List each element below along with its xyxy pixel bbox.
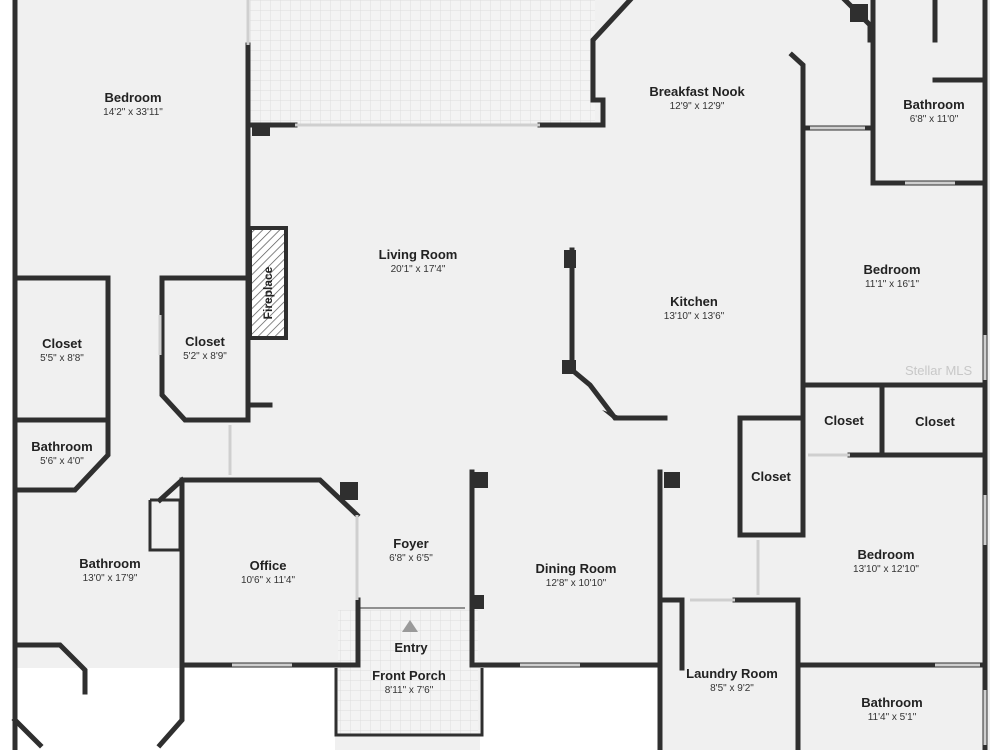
- room-dims: 5'2" x 8'9": [183, 351, 227, 362]
- room-bathroom-se2: Bathroom 11'4" x 5'1": [861, 695, 922, 723]
- room-closet-e1: Closet: [824, 413, 864, 428]
- room-name: Closet: [915, 414, 955, 429]
- room-kitchen: Kitchen 13'10" x 13'6": [664, 294, 725, 322]
- patio-area: [250, 0, 595, 125]
- fireplace: Fireplace: [248, 226, 288, 340]
- room-name: Closet: [185, 334, 225, 349]
- room-dims: 20'1" x 17'4": [391, 264, 446, 275]
- room-name: Bathroom: [861, 695, 922, 710]
- room-laundry-room: Laundry Room 8'5" x 9'2": [686, 666, 778, 694]
- windows: [158, 0, 987, 745]
- room-name: Bedroom: [857, 547, 914, 562]
- room-name: Office: [250, 558, 287, 573]
- room-closet-e3: Closet: [751, 469, 791, 484]
- room-bathroom-w: Bathroom 5'6" x 4'0": [31, 439, 92, 467]
- room-dims: 13'10" x 12'10": [853, 564, 919, 575]
- room-closet-w2: Closet 5'2" x 8'9": [183, 334, 227, 362]
- room-name: Bedroom: [104, 90, 161, 105]
- room-dims: 6'8" x 11'0": [910, 114, 959, 125]
- room-name: Closet: [751, 469, 791, 484]
- room-name: Breakfast Nook: [649, 84, 745, 99]
- room-bathroom-ne: Bathroom 6'8" x 11'0": [903, 97, 964, 125]
- room-bathroom-sw: Bathroom 13'0" x 17'9": [79, 556, 140, 584]
- room-name: Bedroom: [863, 262, 920, 277]
- room-name: Living Room: [379, 247, 458, 262]
- room-dims: 5'5" x 8'8": [40, 353, 84, 364]
- room-front-porch: Front Porch 8'11" x 7'6": [372, 668, 446, 696]
- entry-arrow-icon: [402, 620, 418, 632]
- room-name: Bathroom: [31, 439, 92, 454]
- room-breakfast-nook: Breakfast Nook 12'9" x 12'9": [649, 84, 745, 112]
- room-living-room: Living Room 20'1" x 17'4": [379, 247, 458, 275]
- room-dining-room: Dining Room 12'8" x 10'10": [536, 561, 617, 589]
- room-name: Closet: [824, 413, 864, 428]
- room-name: Front Porch: [372, 668, 446, 683]
- room-name: Foyer: [393, 536, 428, 551]
- room-name: Dining Room: [536, 561, 617, 576]
- room-dims: 13'0" x 17'9": [83, 573, 138, 584]
- room-bedroom-se: Bedroom 13'10" x 12'10": [853, 547, 919, 575]
- room-dims: 12'8" x 10'10": [546, 578, 607, 589]
- room-bedroom-e: Bedroom 11'1" x 16'1": [863, 262, 920, 290]
- room-foyer: Foyer 6'8" x 6'5": [389, 536, 433, 564]
- room-office: Office 10'6" x 11'4": [241, 558, 296, 586]
- room-name: Bathroom: [79, 556, 140, 571]
- room-dims: 12'9" x 12'9": [670, 101, 725, 112]
- room-dims: 10'6" x 11'4": [241, 575, 296, 586]
- room-closet-w1: Closet 5'5" x 8'8": [40, 336, 84, 364]
- room-name: Closet: [42, 336, 82, 351]
- room-closet-e2: Closet: [915, 414, 955, 429]
- room-dims: 8'5" x 9'2": [710, 683, 754, 694]
- room-dims: 6'8" x 6'5": [389, 553, 433, 564]
- fireplace-label: Fireplace: [261, 266, 275, 319]
- room-bedroom-nw: Bedroom 14'2" x 33'11": [103, 90, 163, 118]
- watermark: Stellar MLS: [905, 363, 973, 378]
- entry-label: Entry: [394, 640, 428, 655]
- room-name: Laundry Room: [686, 666, 778, 681]
- room-dims: 13'10" x 13'6": [664, 311, 725, 322]
- room-dims: 11'1" x 16'1": [865, 279, 920, 290]
- room-name: Bathroom: [903, 97, 964, 112]
- room-dims: 5'6" x 4'0": [40, 456, 84, 467]
- room-dims: 8'11" x 7'6": [385, 685, 434, 696]
- room-dims: 14'2" x 33'11": [103, 107, 163, 118]
- room-dims: 11'4" x 5'1": [868, 712, 917, 723]
- room-name: Kitchen: [670, 294, 718, 309]
